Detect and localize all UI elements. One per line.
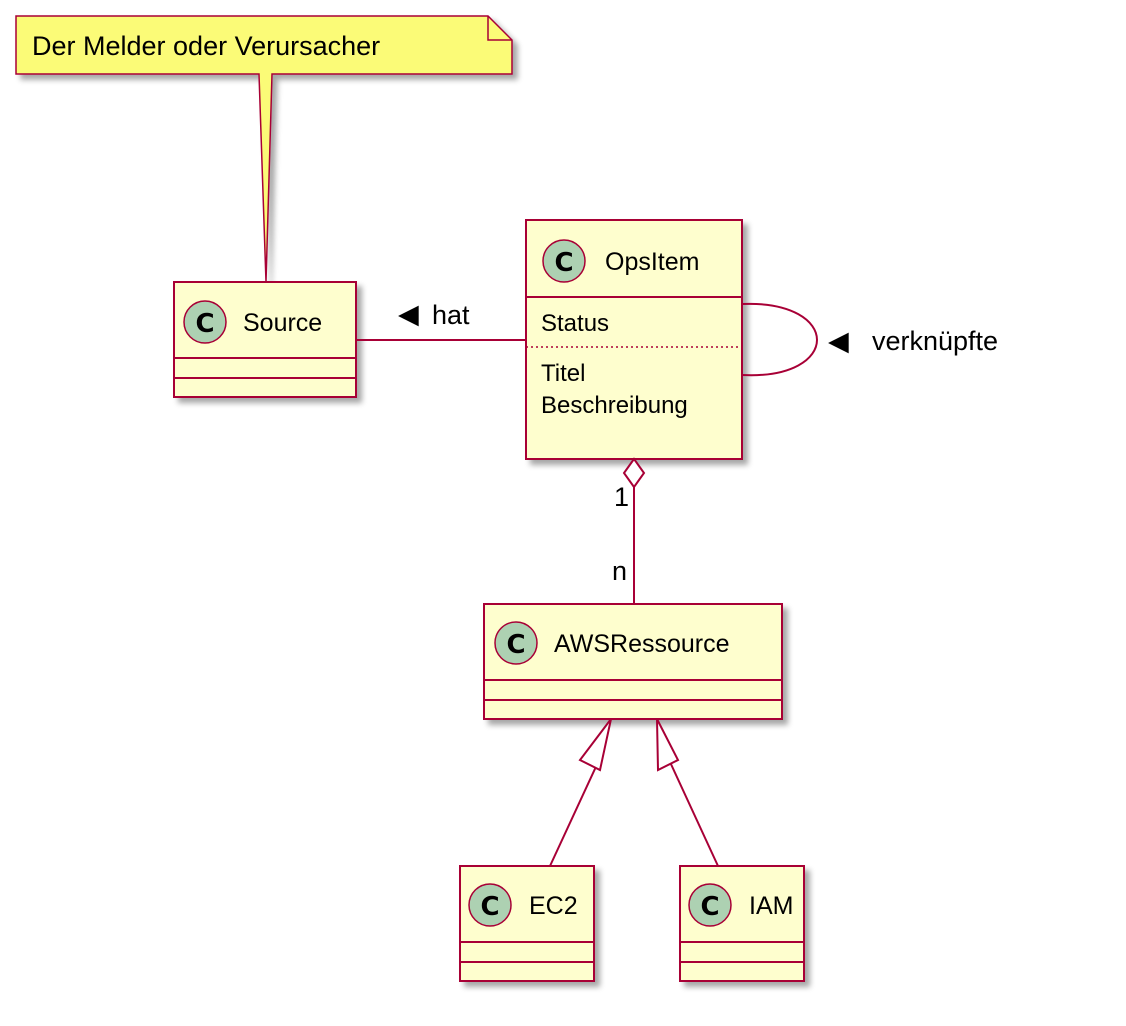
class-name-ec2: EC2 (529, 892, 578, 920)
class-circle-icon (468, 883, 512, 927)
inheritance-ec2-line (549, 757, 601, 867)
association-arrow-icon: ◀ (398, 299, 419, 329)
aggregation-diamond-icon (622, 457, 646, 489)
class-source: C Source (173, 281, 357, 398)
class-ec2: C EC2 (459, 865, 595, 982)
class-glyph: C (700, 892, 719, 922)
class-name-source: Source (243, 309, 322, 337)
class-glyph: C (480, 892, 499, 922)
attribute-status: Status (541, 310, 609, 337)
class-circle-icon (542, 239, 586, 283)
class-glyph: C (195, 309, 214, 339)
attribute-beschreibung: Beschreibung (541, 392, 688, 419)
class-opsitem: C OpsItem Status Titel Beschreibung (525, 219, 743, 460)
class-glyph: C (506, 630, 525, 660)
note-text: Der Melder oder Verursacher (32, 31, 380, 61)
class-awsressource: C AWSRessource (483, 603, 783, 720)
class-name-opsitem: OpsItem (605, 248, 699, 276)
class-glyph: C (554, 248, 573, 278)
multiplicity-n: n (612, 556, 627, 586)
self-association-label: verknüpfte (872, 326, 998, 356)
self-association-line (741, 302, 818, 377)
self-association-arrow-icon: ◀ (828, 326, 849, 356)
class-circle-icon (494, 621, 538, 665)
class-iam: C IAM (679, 865, 805, 982)
inheritance-iam-arrow-icon (656, 718, 680, 772)
class-circle-icon (183, 300, 227, 344)
inheritance-ec2-arrow-icon (578, 718, 612, 772)
attribute-titel: Titel (541, 360, 585, 387)
multiplicity-one: 1 (614, 482, 629, 512)
inheritance-iam-line (669, 761, 719, 867)
class-circle-icon (688, 883, 732, 927)
note (15, 15, 513, 283)
class-name-iam: IAM (749, 892, 793, 920)
association-label-hat: hat (432, 300, 470, 330)
class-name-awsressource: AWSRessource (554, 630, 730, 658)
